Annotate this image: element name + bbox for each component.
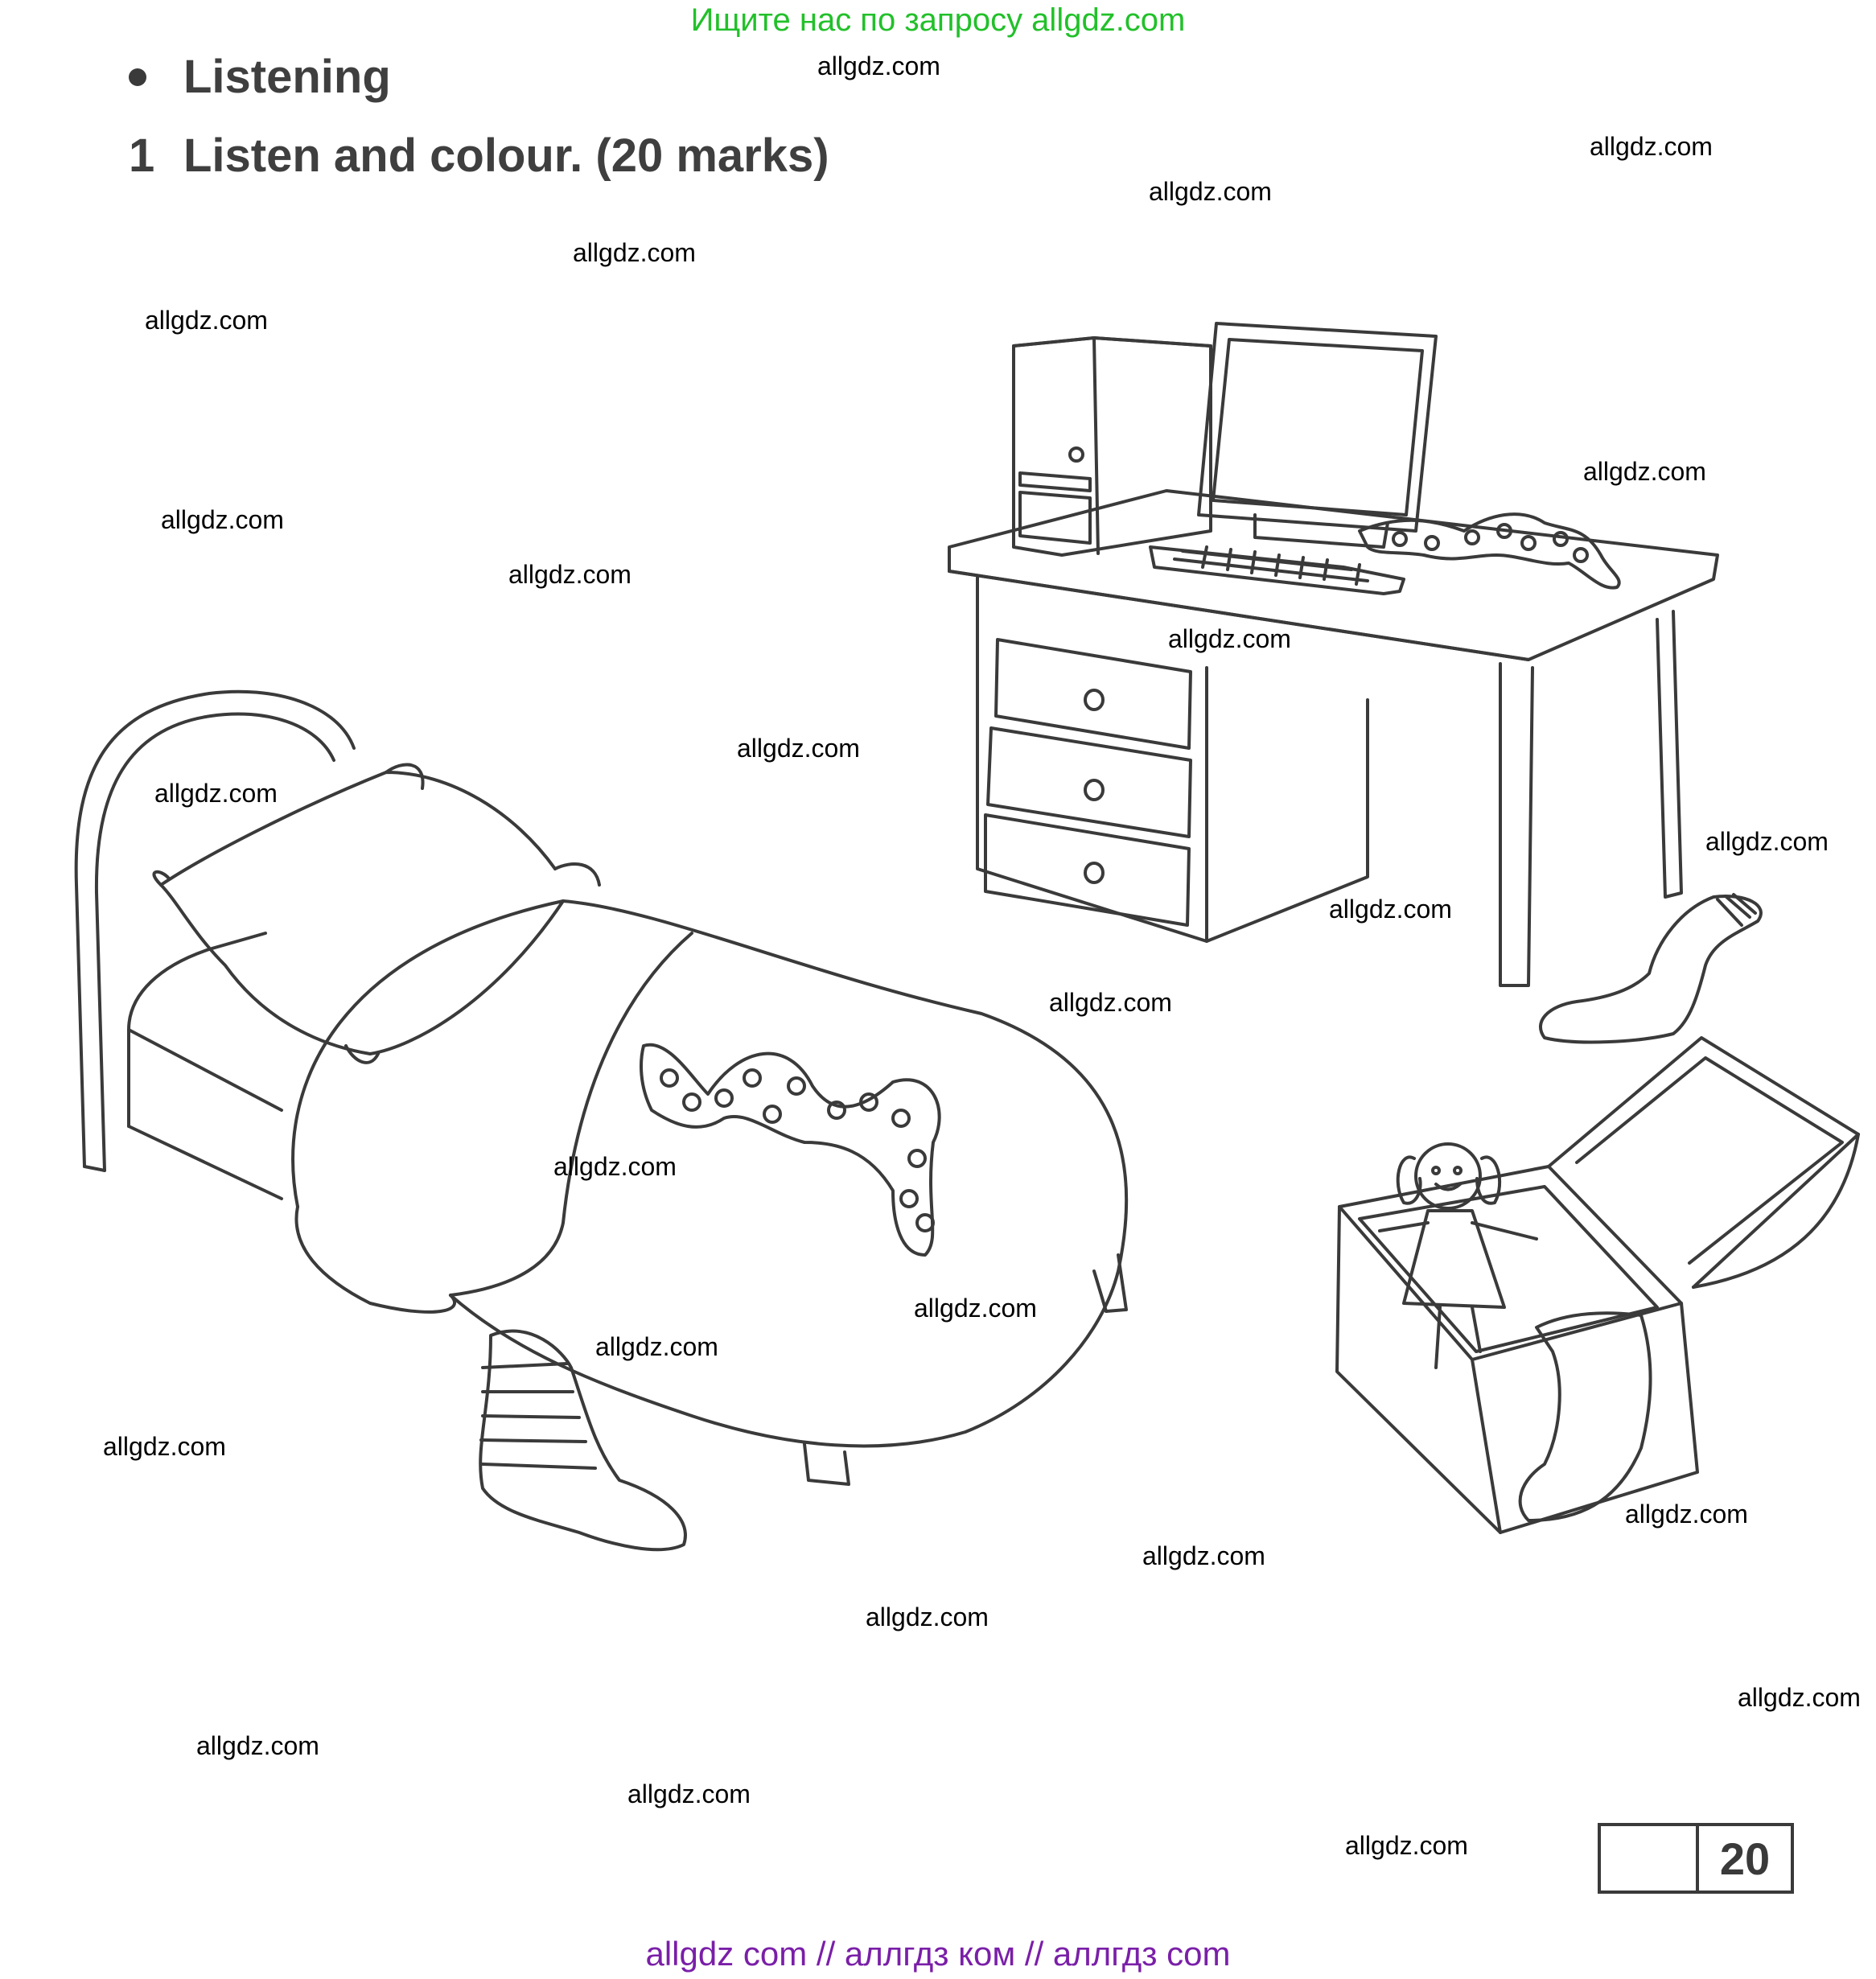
- score-input-cell[interactable]: [1601, 1826, 1699, 1891]
- watermark-text: allgdz.com: [196, 1731, 319, 1760]
- bed-drawing: [74, 689, 1129, 1552]
- watermark-text: allgdz.com: [866, 1603, 989, 1631]
- task-title: Listen and colour. (20 marks): [183, 130, 829, 182]
- watermark-text: allgdz.com: [508, 560, 632, 589]
- watermark-text: allgdz.com: [1168, 624, 1291, 653]
- top-banner: Ищите нас по запросу allgdz.com: [690, 2, 1186, 38]
- watermark-text: allgdz.com: [145, 306, 268, 335]
- watermark-text: allgdz.com: [1049, 988, 1172, 1017]
- watermark-text: allgdz.com: [1590, 132, 1713, 161]
- watermark-text: allgdz.com: [1625, 1500, 1748, 1528]
- watermark-text: allgdz.com: [1329, 895, 1452, 924]
- watermark-text: allgdz.com: [1149, 177, 1272, 206]
- watermark-text: allgdz.com: [161, 505, 284, 534]
- task-heading: 1 Listen and colour. (20 marks): [129, 129, 829, 183]
- bullet-icon: [129, 68, 146, 86]
- watermark-text: allgdz.com: [573, 238, 696, 267]
- desk-drawing: [948, 322, 1763, 1044]
- watermark-text: allgdz.com: [1345, 1831, 1468, 1860]
- watermark-text: allgdz.com: [1705, 827, 1829, 856]
- section-title: Listening: [183, 51, 391, 103]
- watermark-text: allgdz.com: [103, 1432, 226, 1461]
- score-total: 20: [1719, 1833, 1771, 1884]
- watermark-text: allgdz.com: [627, 1779, 751, 1808]
- watermark-text: allgdz.com: [817, 51, 940, 80]
- toy-box-drawing: [1335, 1036, 1860, 1534]
- watermark-text: allgdz.com: [595, 1332, 718, 1361]
- task-number: 1: [129, 130, 155, 182]
- watermark-text: allgdz.com: [1142, 1541, 1265, 1570]
- watermark-text: allgdz.com: [1738, 1683, 1861, 1712]
- watermark-text: allgdz.com: [1583, 457, 1706, 486]
- watermark-text: allgdz.com: [154, 779, 278, 808]
- watermark-text: allgdz.com: [914, 1294, 1037, 1323]
- section-heading: Listening: [129, 50, 391, 104]
- watermark-text: allgdz.com: [737, 734, 860, 763]
- watermark-text: allgdz.com: [553, 1152, 677, 1181]
- footer-text: allgdz com // аллгдз ком // аллгдз com: [645, 1935, 1231, 1973]
- score-box: 20: [1598, 1823, 1794, 1894]
